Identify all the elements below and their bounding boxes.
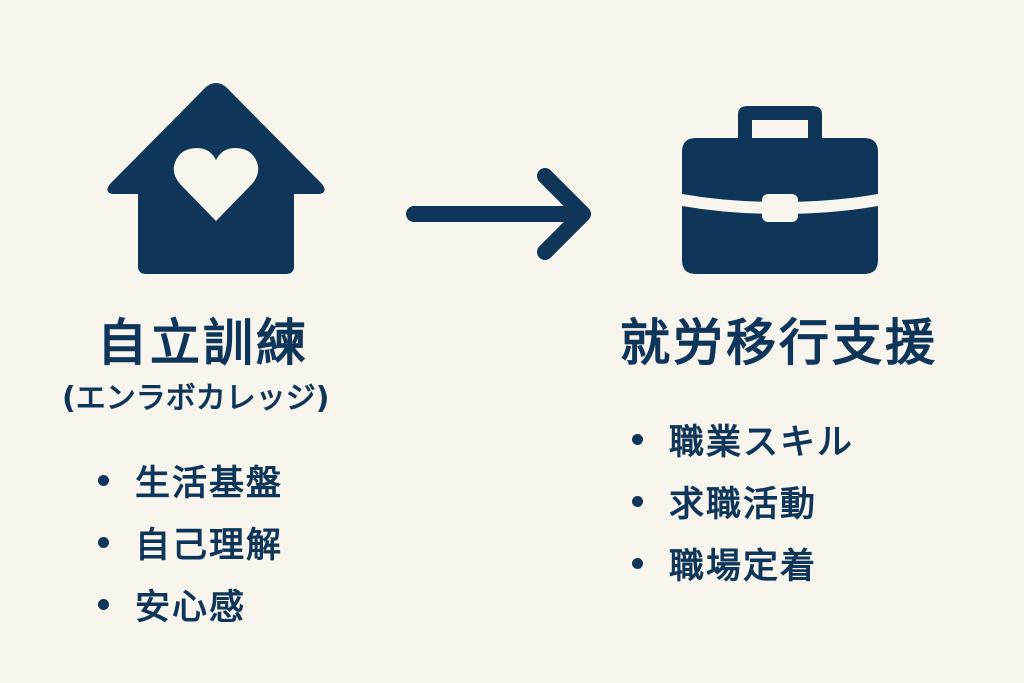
arrow-right-icon	[406, 168, 591, 260]
bullet-icon	[98, 598, 109, 610]
list-item: 生活基盤	[98, 449, 283, 511]
left-subtitle: (エンラボカレッジ)	[62, 381, 330, 416]
briefcase-clasp	[762, 194, 798, 222]
right-title: 就労移行支援	[620, 314, 938, 372]
list-item: 求職活動	[632, 470, 854, 532]
right-list: 職業スキル 求職活動 職場定着	[632, 408, 854, 594]
bullet-icon	[632, 495, 643, 507]
bullet-icon	[98, 474, 109, 486]
briefcase-icon	[682, 106, 878, 274]
left-list: 生活基盤 自己理解 安心感	[98, 449, 283, 635]
list-item: 自己理解	[98, 511, 283, 573]
house-heart-icon	[107, 83, 325, 274]
left-title: 自立訓練	[97, 314, 309, 372]
list-item: 安心感	[98, 573, 283, 635]
bullet-icon	[632, 557, 643, 569]
heart-icon	[173, 148, 259, 221]
list-item: 職業スキル	[632, 408, 854, 470]
bullet-icon	[98, 536, 109, 548]
bullet-icon	[632, 433, 643, 445]
list-item: 職場定着	[632, 532, 854, 594]
